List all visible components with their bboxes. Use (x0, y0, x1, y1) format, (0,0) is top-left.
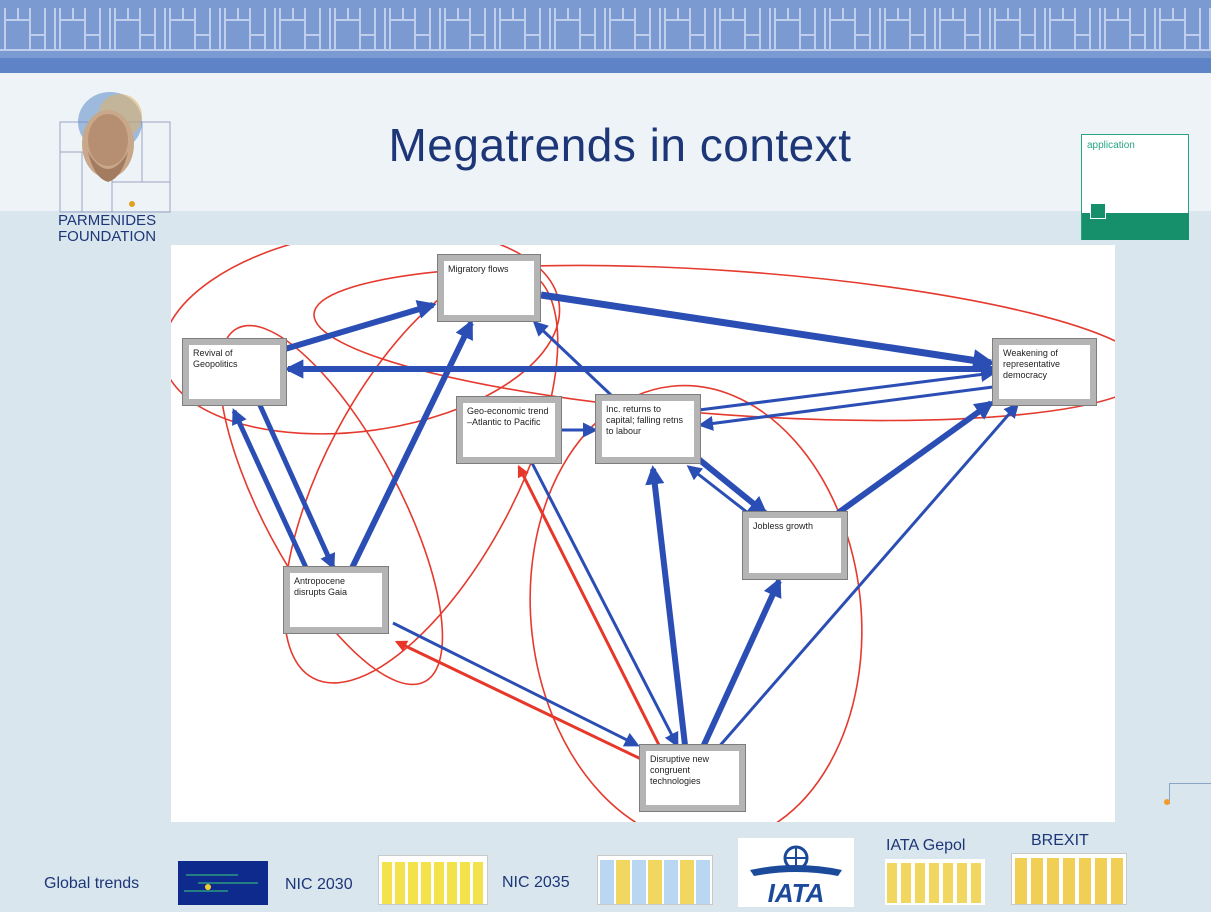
thumbnail-global-trends[interactable] (178, 861, 268, 905)
thumbnail-iata-gepol[interactable] (885, 859, 985, 905)
iata-logo-text: IATA (768, 878, 825, 907)
diagram-canvas: Migratory flows Revival of Geopolitics W… (171, 245, 1115, 822)
node-jobless-growth: Jobless growth (742, 511, 848, 580)
label-iata-gepol: IATA Gepol (886, 837, 966, 854)
cluster-ellipse-migratory (283, 266, 559, 684)
side-connector-dot (1164, 799, 1170, 805)
arrow-disruptive-to-antropocene (394, 640, 642, 761)
arrow-disruptive-to-jobless (700, 577, 782, 749)
cluster-ellipse-top (313, 264, 1115, 422)
node-geoeconomic-trend: Geo-economic trend –Atlantic to Pacific (456, 396, 562, 464)
arrow-increturns-to-migratory (532, 320, 613, 397)
arrow-jobless-to-increturns (686, 465, 758, 522)
thumbnail-nic-2030[interactable] (378, 855, 488, 905)
thumbnail-brexit[interactable] (1011, 853, 1127, 905)
arrow-disruptive-to-increturns (645, 465, 688, 746)
application-badge-square (1090, 203, 1106, 219)
header-stripe (0, 58, 1211, 73)
iata-logo[interactable]: IATA (738, 838, 854, 908)
arrow-antropocene-to-migratory (348, 319, 474, 572)
arrow-antropocene-to-disruptive (392, 621, 640, 747)
arrow-disruptive-to-geoeconomic (517, 464, 665, 754)
header-pattern-band (0, 0, 1211, 58)
cluster-ellipse-geopolitics (171, 245, 561, 435)
node-disruptive-technologies: Disruptive new congruent technologies (639, 744, 746, 812)
application-badge-label: application (1087, 140, 1135, 151)
arrow-geoeconomic-to-disruptive (529, 460, 679, 748)
arrow-disruptive-to-weakening (715, 402, 1019, 750)
arrow-weakening-to-increturns (698, 385, 994, 431)
arrow-increturns-to-jobless (694, 454, 768, 516)
arrow-revival-to-antropocene (256, 401, 336, 570)
slide-title: Megatrends in context (388, 119, 852, 171)
label-nic-2030: NIC 2030 (285, 876, 353, 893)
arrow-jobless-to-weakening (836, 400, 995, 516)
cluster-ellipse-technologies (529, 384, 863, 822)
node-migratory-flows: Migratory flows (437, 254, 541, 322)
node-antropocene-gaia: Antropocene disrupts Gaia (283, 566, 389, 634)
diagram-svg (171, 245, 1115, 822)
node-increturns-capital: Inc. returns to capital; falling retns t… (595, 394, 701, 464)
arrow-antropocene-to-revival (231, 408, 311, 574)
thumbnail-nic-2035[interactable] (597, 855, 713, 905)
title-area (0, 73, 1211, 211)
cluster-ellipse-left-lower (218, 324, 444, 686)
node-weakening-democracy: Weakening of representative democracy (992, 338, 1097, 406)
application-badge: application (1081, 134, 1189, 240)
label-nic-2035: NIC 2035 (502, 874, 570, 891)
label-global-trends: Global trends (44, 875, 140, 892)
logo-text-parmenides: PARMENIDES (58, 212, 157, 229)
parmenides-logo (52, 82, 172, 242)
arrow-revival-to-migratory (284, 300, 437, 352)
logo-text-foundation: FOUNDATION (58, 228, 157, 245)
arrow-migratory-to-weakening (540, 291, 996, 372)
arrow-increturns-to-weakening (698, 367, 996, 412)
label-brexit: BREXIT (1031, 832, 1089, 849)
node-revival-geopolitics: Revival of Geopolitics (182, 338, 287, 406)
side-connector-line (1169, 783, 1211, 804)
